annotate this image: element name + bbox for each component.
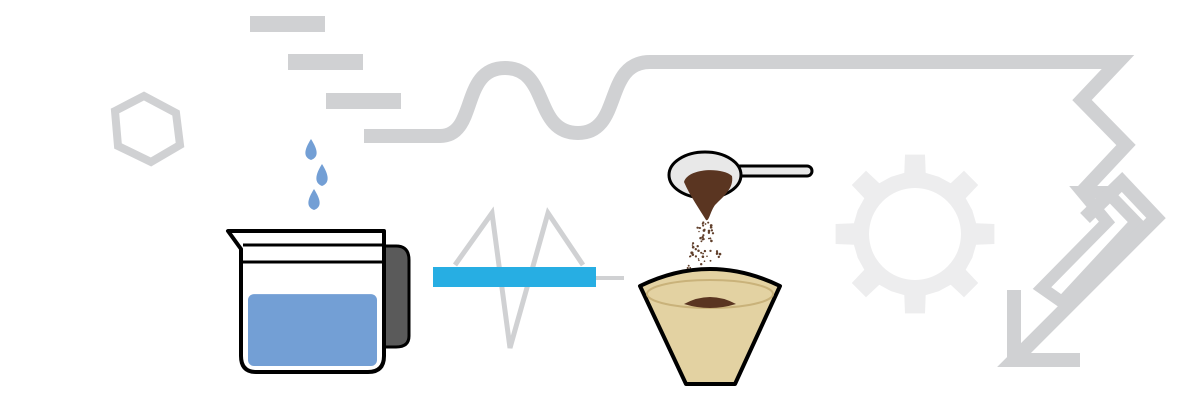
coffee-ground-speck: [696, 244, 699, 248]
water-drop-icon: [305, 139, 317, 160]
water-drop-icon: [308, 189, 320, 210]
coffee-ground-speck: [700, 240, 703, 243]
coffee-ground-speck: [701, 238, 704, 241]
water-drops: [305, 139, 328, 210]
hexagon-icon: [110, 91, 185, 167]
coffee-ground-speck: [710, 239, 713, 243]
speed-lines-icon: [250, 16, 401, 109]
coffee-ground-speck: [698, 259, 700, 262]
coffee-ground-speck: [691, 244, 694, 246]
coffee-ground-speck: [700, 251, 703, 254]
background-decorations: [110, 16, 1166, 367]
coffee-ground-speck: [698, 230, 700, 233]
coffee-ground-speck: [699, 262, 703, 266]
scoop-coffee: [684, 170, 733, 221]
coffee-ground-speck: [689, 266, 692, 269]
coffee-ground-speck: [701, 236, 704, 239]
coffee-ground-speck: [697, 249, 700, 253]
coffee-ground-speck: [709, 259, 712, 262]
coffee-ground-speck: [697, 258, 700, 260]
coffee-ground-speck: [709, 224, 713, 227]
gear-shape: [835, 154, 995, 314]
coffee-ground-speck: [690, 251, 694, 255]
coffee-ground-speck: [697, 226, 700, 229]
coffee-ground-speck: [711, 232, 715, 235]
coffee-ground-speck: [702, 221, 705, 224]
coffee-ground-speck: [707, 237, 710, 240]
pitcher-handle: [378, 244, 411, 349]
coffee-ground-speck: [715, 251, 719, 255]
coffee-ground-speck: [706, 255, 708, 258]
coffee-ground-speck: [701, 255, 705, 258]
scoop-handle: [733, 164, 814, 178]
coffee-ground-speck: [709, 237, 712, 240]
coffee-ground-speck: [702, 224, 705, 227]
coffee-ground-speck: [703, 249, 707, 253]
water-pitcher-icon: [226, 229, 411, 374]
coffee-ground-speck: [699, 236, 702, 240]
gear-icon: [835, 154, 995, 314]
filter-coffee: [684, 297, 736, 308]
coffee-ground-speck: [691, 245, 695, 249]
zigzag-arrow-icon: [997, 172, 1166, 367]
coffee-ground-speck: [707, 229, 711, 233]
coffee-ground-speck: [687, 264, 690, 267]
coffee-ground-speck: [718, 252, 722, 256]
coffee-ground-speck: [704, 223, 707, 225]
coffee-ground-speck: [707, 221, 710, 224]
coffee-ground-speck: [715, 250, 719, 253]
pitcher-water: [248, 294, 377, 366]
coffee-ground-speck: [710, 226, 713, 229]
coffee-ground-speck: [691, 253, 695, 257]
coffee-ground-speck: [689, 255, 692, 258]
coffee-ground-speck: [717, 255, 720, 259]
coffee-ground-speck: [709, 249, 712, 253]
coffee-ground-speck: [703, 260, 706, 263]
coffee-ground-speck: [686, 266, 689, 270]
coffee-ground-speck: [702, 252, 704, 255]
coffee-ground-speck: [699, 227, 702, 229]
coffee-filter-icon: [638, 267, 782, 386]
heat-wave-icon: [452, 206, 586, 349]
coffee-ground-speck: [710, 229, 714, 232]
water-drop-icon: [316, 164, 328, 186]
heat-connector: [433, 206, 624, 349]
winding-path-icon: [364, 55, 1136, 197]
coffee-ground-speck: [694, 248, 697, 251]
coffee-ground-speck: [694, 255, 698, 258]
coffee-ground-speck: [707, 231, 711, 234]
coffee-ground-speck: [702, 234, 705, 237]
heat-connector-bar: [433, 267, 596, 287]
coffee-ground-speck: [703, 228, 706, 231]
coffee-ground-speck: [691, 242, 695, 245]
